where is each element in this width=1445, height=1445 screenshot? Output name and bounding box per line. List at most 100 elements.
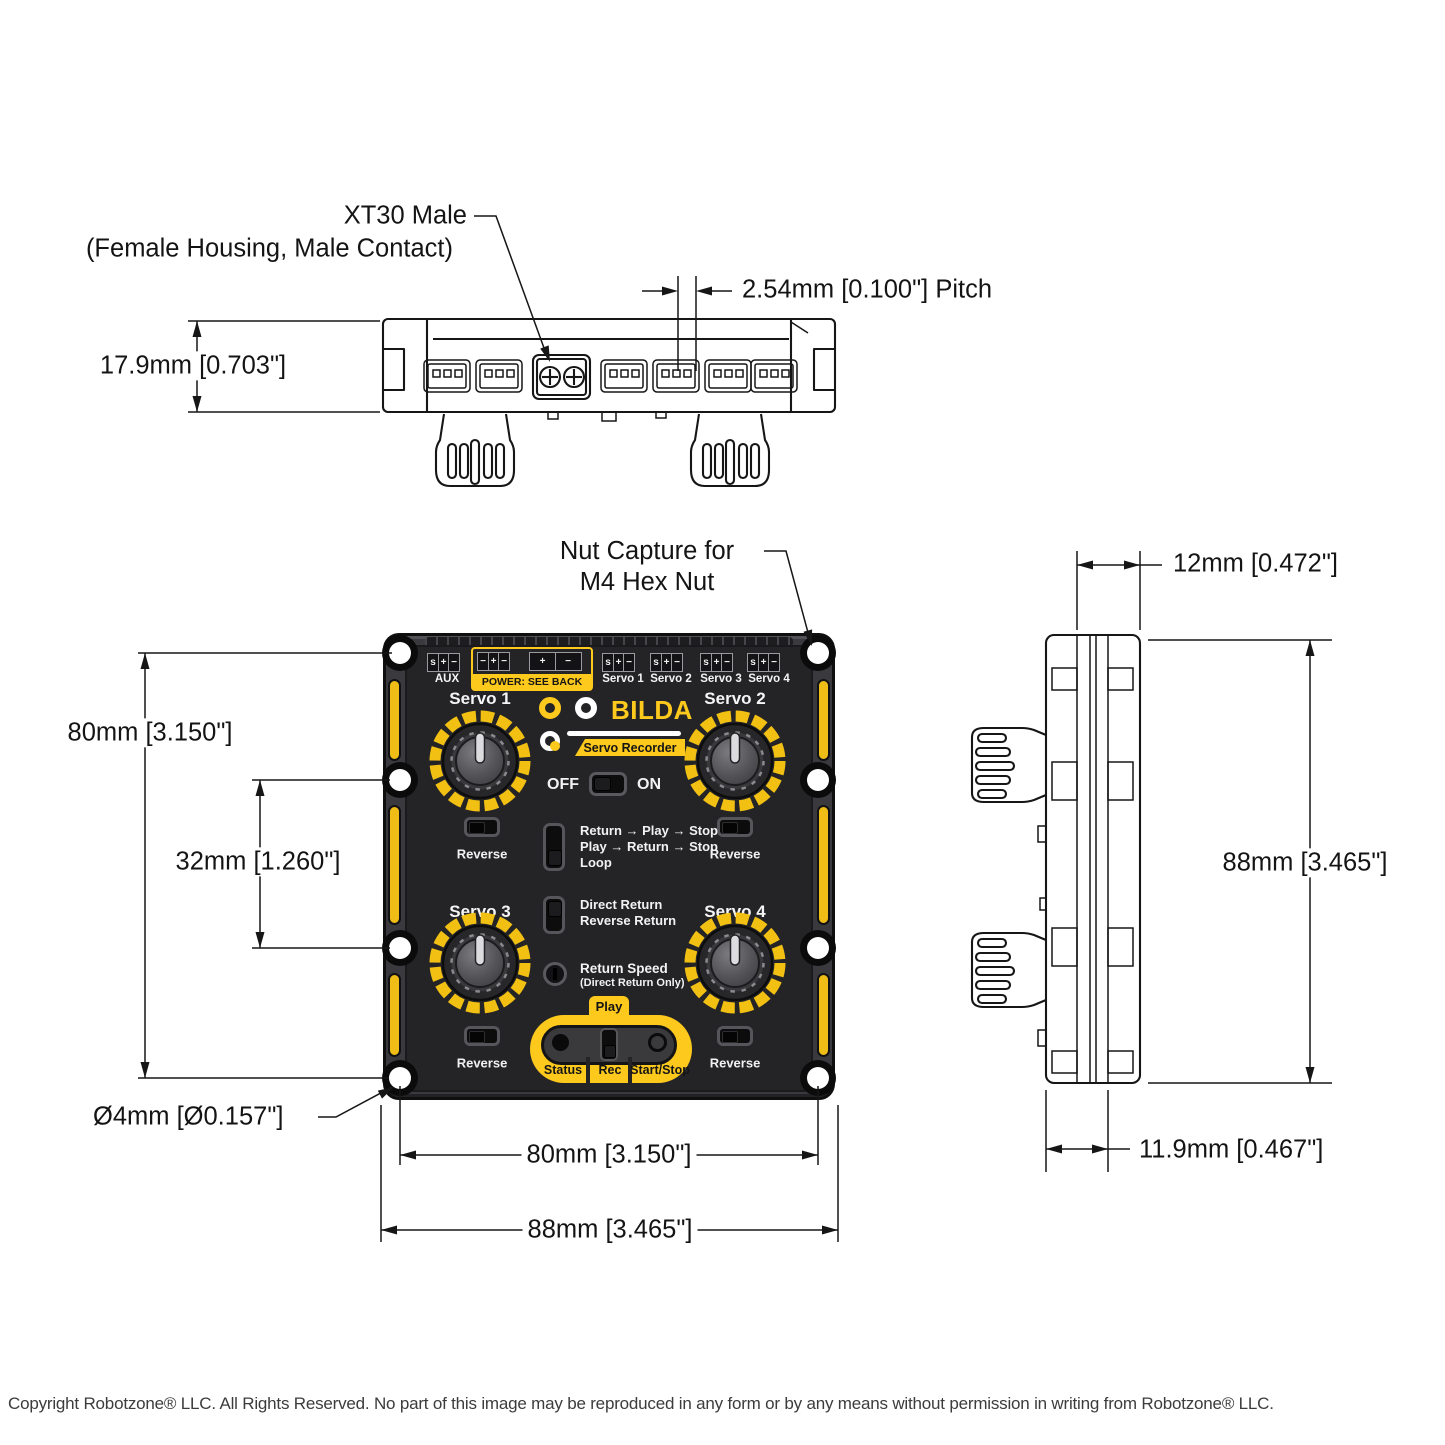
top-view: [381, 317, 837, 488]
logo-bilda-text: BILDA: [611, 695, 693, 725]
mounting-hole: [800, 930, 836, 966]
aux-header: AUX: [434, 673, 460, 685]
servo3-header: Servo 3: [700, 673, 742, 685]
servo3-knob[interactable]: [428, 911, 532, 1015]
servo3-pin-block[interactable]: s + −: [700, 653, 733, 672]
edge-accent-bar: [388, 679, 401, 761]
mounting-hole: [800, 1060, 836, 1096]
edge-accent-bar: [388, 805, 401, 925]
rec-label: Rec: [598, 1063, 622, 1077]
nut-capture-line1: Nut Capture for: [559, 537, 735, 565]
mode-option: Loop: [580, 855, 612, 870]
servo4-pin-block[interactable]: s + −: [747, 653, 780, 672]
gobilda-logo: BILDA Servo Recorder: [533, 693, 692, 763]
dim-front-holes-mid: 32mm [1.260"]: [170, 847, 346, 877]
reverse-label: Reverse: [456, 1055, 508, 1071]
servo2-pin-block[interactable]: s + −: [650, 653, 683, 672]
top-view-knobs: [434, 413, 771, 488]
power-pins: − + −: [477, 652, 510, 671]
dim-pitch: 2.54mm [0.100"] Pitch: [742, 275, 993, 304]
xt30-connector: [531, 353, 592, 401]
aux-pin-block[interactable]: s + −: [427, 653, 460, 672]
return-speed-pot[interactable]: [543, 962, 567, 986]
servo-recorder-front-view: s + − AUX − + − + − POWER: SEE BACK s + …: [382, 633, 836, 1100]
servo2-reverse-switch[interactable]: [717, 817, 753, 837]
pin-label: +: [612, 653, 625, 672]
mounting-hole: [382, 930, 418, 966]
pin-label: −: [448, 653, 460, 672]
logo-descender-dot: [550, 741, 560, 751]
servo2-knob-label: Servo 2: [704, 689, 766, 708]
servo1-header: Servo 1: [602, 673, 644, 685]
copyright-notice: Copyright Robotzone® LLC. All Rights Res…: [8, 1394, 1274, 1413]
dim-front-holes-vertical: 80mm [3.150"]: [62, 718, 238, 748]
nut-capture-callout: Nut Capture for M4 Hex Nut: [532, 536, 762, 598]
servo1-knob[interactable]: [428, 709, 532, 813]
power-switch[interactable]: [589, 772, 627, 796]
servo1-reverse-switch[interactable]: [464, 817, 500, 837]
reverse-label: Reverse: [709, 1055, 761, 1071]
transport-divider: [628, 1057, 632, 1083]
edge-accent-bar: [817, 973, 830, 1057]
return-option: Reverse Return: [580, 913, 677, 928]
pin-label: −: [498, 652, 510, 671]
servo4-knob[interactable]: [683, 911, 787, 1015]
mounting-hole: [382, 635, 418, 671]
servo1-knob-label: Servo 1: [449, 689, 511, 708]
on-label: ON: [637, 776, 661, 793]
servo1-pin-block[interactable]: s + −: [602, 653, 635, 672]
servo3-reverse-switch[interactable]: [464, 1026, 500, 1046]
mounting-hole: [382, 1060, 418, 1096]
servo4-reverse-switch[interactable]: [717, 1026, 753, 1046]
play-tab: Play: [589, 996, 629, 1017]
mounting-hole: [800, 762, 836, 798]
mounting-hole: [382, 762, 418, 798]
top-edge-pin-ticks: [425, 637, 793, 647]
status-label: Status: [543, 1063, 583, 1077]
start-stop-button[interactable]: [648, 1033, 667, 1052]
dim-side-top-width: 12mm [0.472"]: [1173, 549, 1338, 578]
power-pin-block[interactable]: − + − + − POWER: SEE BACK: [471, 647, 593, 691]
status-led: [552, 1034, 569, 1051]
return-direction-switch[interactable]: [543, 896, 565, 934]
edge-accent-bar: [817, 679, 830, 761]
transport-divider: [586, 1057, 590, 1083]
xt30-callout-line1: XT30 Male: [343, 201, 467, 230]
servo2-knob[interactable]: [683, 709, 787, 813]
pin-label: −: [671, 653, 683, 672]
reverse-label: Reverse: [456, 846, 508, 862]
mode-switch[interactable]: [543, 823, 565, 871]
servo2-header: Servo 2: [650, 673, 692, 685]
xt30-callout-line2: (Female Housing, Male Contact): [85, 234, 453, 263]
start-stop-label: Start/Stop: [630, 1063, 690, 1077]
dim-hole-diameter: Ø4mm [Ø0.157"]: [93, 1102, 284, 1131]
edge-accent-bar: [817, 805, 830, 925]
logo-g-ring: [539, 697, 561, 719]
dim-top-height: 17.9mm [0.703"]: [94, 351, 292, 381]
edge-accent-bar: [388, 973, 401, 1057]
logo-descender-ring: [540, 731, 560, 751]
return-option: Direct Return: [580, 897, 663, 912]
dim-side-bottom-width: 11.9mm [0.467"]: [1139, 1135, 1324, 1164]
return-speed-note: (Direct Return Only): [580, 977, 685, 989]
logo-o-ring: [575, 697, 597, 719]
pin-label: +: [529, 652, 556, 671]
nut-capture-line2: M4 Hex Nut: [579, 568, 715, 596]
mode-option: Return → Play → Stop: [580, 823, 718, 838]
dim-side-height: 88mm [3.465"]: [1217, 848, 1393, 878]
mounting-hole: [800, 635, 836, 671]
off-label: OFF: [547, 776, 579, 793]
side-view: [970, 633, 1142, 1085]
servo4-header: Servo 4: [748, 673, 790, 685]
power-header: POWER: SEE BACK: [473, 674, 591, 689]
dim-front-width: 88mm [3.465"]: [522, 1215, 698, 1245]
pin-label: −: [721, 653, 733, 672]
pin-label: −: [623, 653, 635, 672]
power-main-pins: + −: [529, 652, 582, 671]
product-badge: Servo Recorder: [575, 739, 685, 756]
rec-switch[interactable]: [600, 1028, 618, 1061]
return-speed-label: Return Speed: [580, 961, 668, 976]
reverse-label: Reverse: [709, 846, 761, 862]
mode-option: Play → Return → Stop: [580, 839, 718, 854]
